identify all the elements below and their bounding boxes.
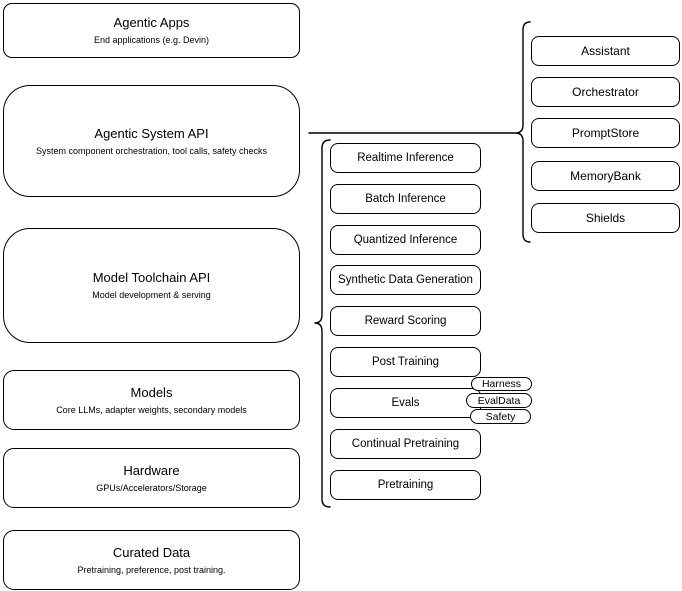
node-realtime-inference: Realtime Inference xyxy=(330,143,481,173)
node-label: Realtime Inference xyxy=(357,152,454,164)
node-title: Agentic System API xyxy=(94,125,209,141)
node-subtitle: End applications (e.g. Devin) xyxy=(93,35,210,45)
node-label: Orchestrator xyxy=(572,85,639,99)
node-pretraining: Pretraining xyxy=(330,470,481,500)
node-label: Batch Inference xyxy=(365,193,446,205)
node-label: Evals xyxy=(391,397,420,409)
node-title: Model Toolchain API xyxy=(92,270,211,285)
tag-evaldata: EvalData xyxy=(466,393,532,408)
node-subtitle: System component orchestration, tool cal… xyxy=(35,145,268,156)
node-continual-pretraining: Continual Pretraining xyxy=(330,429,481,459)
node-post-training: Post Training xyxy=(330,347,481,377)
tag-safety: Safety xyxy=(470,409,531,424)
node-subtitle: Core LLMs, adapter weights, secondary mo… xyxy=(56,404,247,415)
node-subtitle: Pretraining, preference, post training. xyxy=(77,564,226,575)
node-label: PromptStore xyxy=(571,126,640,140)
node-hardware: Hardware GPUs/Accelerators/Storage xyxy=(3,448,300,508)
toolchain-group-brace xyxy=(314,139,331,508)
system-group-brace xyxy=(515,21,531,243)
node-memorybank: MemoryBank xyxy=(531,161,680,191)
node-label: Assistant xyxy=(581,44,630,58)
tag-harness: Harness xyxy=(471,377,532,391)
node-label: Post Training xyxy=(371,356,440,368)
node-model-toolchain-api: Model Toolchain API Model development & … xyxy=(3,228,300,343)
node-promptstore: PromptStore xyxy=(531,118,680,148)
tag-label: Harness xyxy=(481,378,522,390)
tag-label: Safety xyxy=(485,410,516,423)
node-curated-data: Curated Data Pretraining, preference, po… xyxy=(3,530,300,590)
node-agentic-apps: Agentic Apps End applications (e.g. Devi… xyxy=(3,3,300,58)
node-label: MemoryBank xyxy=(570,169,641,183)
node-quantized-inference: Quantized Inference xyxy=(330,225,481,255)
node-label: Pretraining xyxy=(377,479,434,491)
node-label: Quantized Inference xyxy=(353,234,458,246)
node-label: Reward Scoring xyxy=(364,315,447,327)
node-label: Shields xyxy=(585,211,626,225)
node-reward-scoring: Reward Scoring xyxy=(330,306,481,336)
node-label: Synthetic Data Generation xyxy=(338,274,473,286)
node-orchestrator: Orchestrator xyxy=(531,77,680,107)
node-agentic-system-api: Agentic System API System component orch… xyxy=(3,85,300,197)
node-shields: Shields xyxy=(531,203,680,233)
node-subtitle: GPUs/Accelerators/Storage xyxy=(96,482,207,493)
node-models: Models Core LLMs, adapter weights, secon… xyxy=(3,370,300,430)
node-title: Curated Data xyxy=(112,544,191,560)
node-evals: Evals xyxy=(330,388,481,418)
node-assistant: Assistant xyxy=(531,36,680,66)
tag-label: EvalData xyxy=(477,394,521,407)
node-batch-inference: Batch Inference xyxy=(330,184,481,214)
node-title: Agentic Apps xyxy=(113,15,190,30)
node-subtitle: Model development & serving xyxy=(92,290,211,300)
node-title: Hardware xyxy=(123,462,180,478)
node-title: Models xyxy=(130,384,173,400)
node-label: Continual Pretraining xyxy=(351,438,460,450)
node-synthetic-data-generation: Synthetic Data Generation xyxy=(330,265,481,295)
